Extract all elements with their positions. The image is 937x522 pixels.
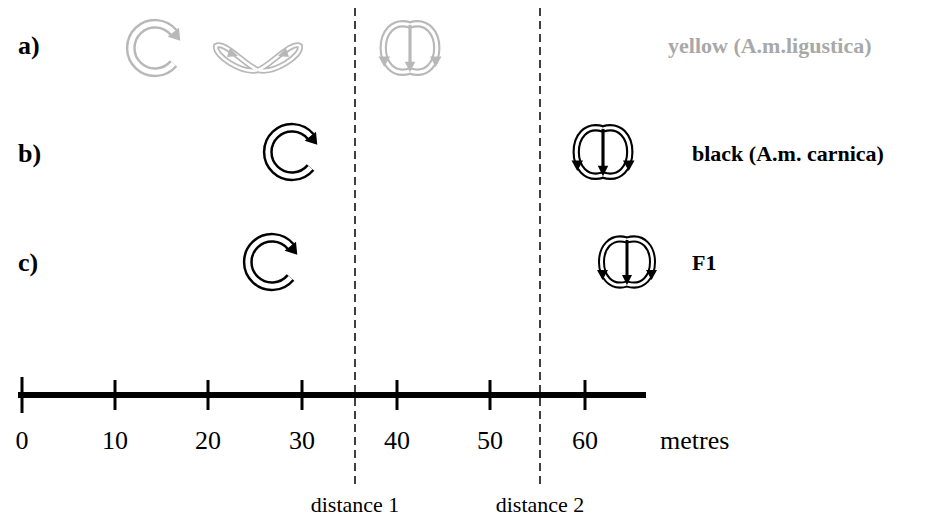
axis-unit: metres (660, 427, 729, 456)
tick-label: 20 (195, 427, 221, 456)
panel-letter: a) (18, 32, 40, 61)
sickle-dance (216, 45, 300, 70)
round-dance (248, 238, 298, 286)
panel-letter: c) (18, 249, 38, 278)
distance-label: distance 2 (496, 493, 585, 517)
round-dance (131, 24, 181, 72)
series-label: F1 (692, 251, 716, 275)
tick-label: 30 (289, 427, 315, 456)
waggle-dance (379, 24, 442, 72)
tick-label: 0 (16, 427, 29, 456)
series-label: black (A.m. carnica) (692, 142, 884, 166)
tick-label: 60 (572, 427, 598, 456)
distance-label: distance 1 (311, 493, 400, 517)
tick-label: 10 (102, 427, 128, 456)
waggle-dance (572, 128, 635, 176)
axis-ticks (22, 377, 585, 413)
tick-label: 40 (384, 427, 410, 456)
distance-line (539, 8, 541, 488)
scale-axis (18, 392, 646, 398)
panel-letter: b) (18, 140, 41, 169)
distance-line (354, 8, 356, 488)
round-dance (268, 128, 318, 176)
waggle-dance (597, 239, 657, 285)
tick-label: 50 (477, 427, 503, 456)
series-label: yellow (A.m.ligustica) (668, 34, 871, 58)
